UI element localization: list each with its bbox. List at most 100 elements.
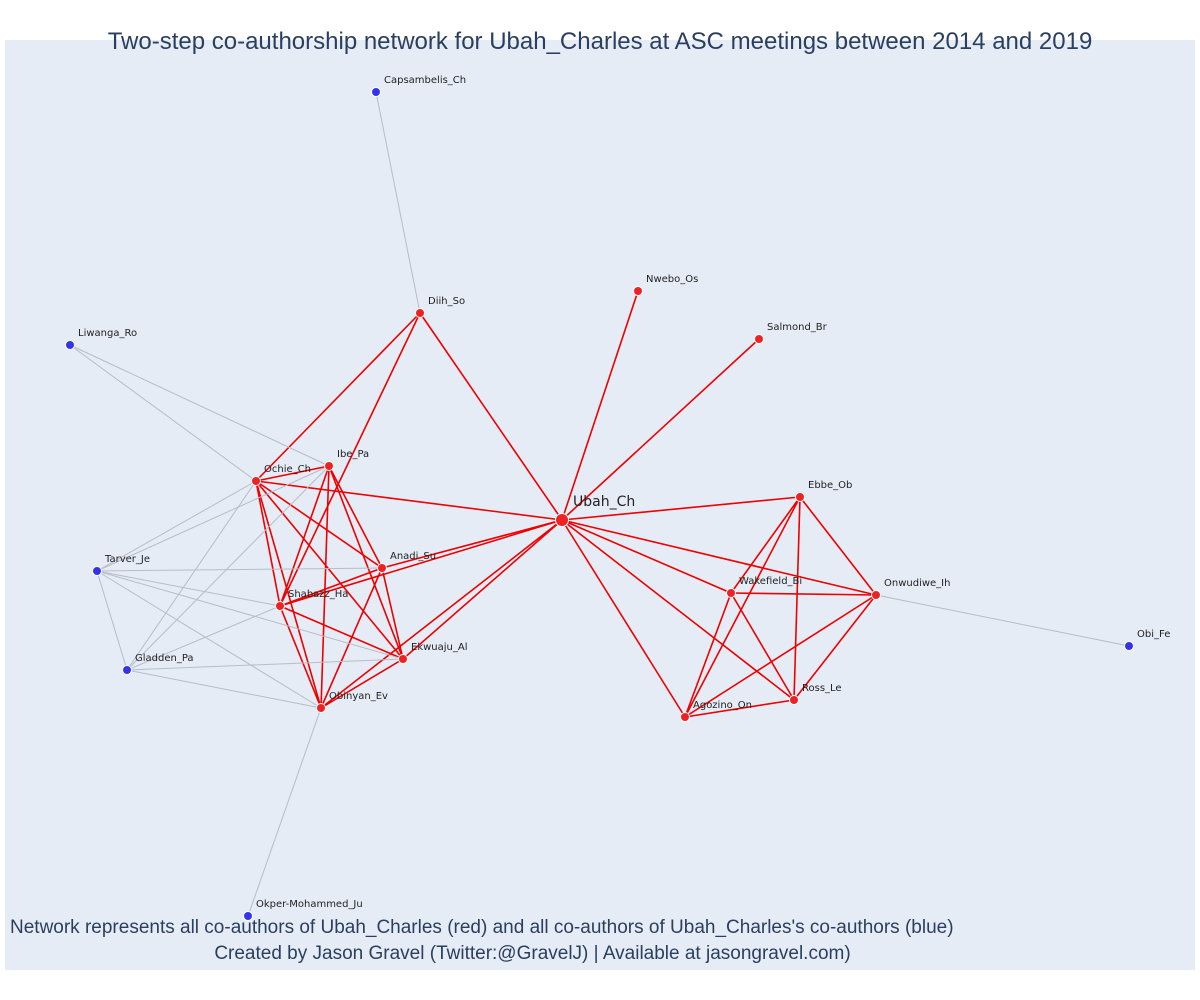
edge-ubah-ch-salmond-br <box>561 338 760 521</box>
node-label-capsambelis-ch: Capsambelis_Ch <box>384 75 466 86</box>
edge-ibe-pa-anadi-su <box>328 465 383 569</box>
node-label-gladden-pa: Gladden_Pa <box>135 653 194 664</box>
edge-ubah-ch-ochie-ch <box>255 480 563 521</box>
node-obi-fe[interactable] <box>1124 641 1134 651</box>
edge-anadi-su-obinyan-ev <box>320 567 383 709</box>
edge-ochie-ch-ibe-pa <box>255 465 330 482</box>
edge-diih-so-capsambelis-ch <box>375 91 421 314</box>
edge-ochie-ch-shabazz-ha <box>255 480 281 607</box>
node-label-nwebo-os: Nwebo_Os <box>646 274 698 285</box>
edge-ibe-pa-obinyan-ev <box>320 465 330 709</box>
edge-gladden-pa-obinyan-ev <box>126 669 322 709</box>
page-title: Two-step co-authorship network for Ubah_… <box>107 28 1093 55</box>
footer-credit: Created by Jason Gravel (Twitter:@Gravel… <box>214 943 851 964</box>
edge-ubah-ch-ekwuaju-al <box>402 519 563 660</box>
edge-tarver-je-ochie-ch <box>96 480 257 572</box>
node-ross-le[interactable] <box>789 695 799 705</box>
edge-onwudiwe-ih-obi-fe <box>875 594 1130 647</box>
edge-tarver-je-ekwuaju-al <box>96 570 404 660</box>
edge-tarver-je-anadi-su <box>96 567 383 572</box>
node-ebbe-ob[interactable] <box>795 492 805 502</box>
edge-wakefield-bi-onwudiwe-ih <box>730 592 877 596</box>
node-label-salmond-br: Salmond_Br <box>767 322 828 333</box>
node-label-ubah-ch: Ubah_Ch <box>573 494 635 510</box>
edge-onwudiwe-ih-ross-le <box>793 594 877 701</box>
network-plot-area <box>5 40 1195 970</box>
node-anadi-su[interactable] <box>377 563 387 573</box>
node-onwudiwe-ih[interactable] <box>871 590 881 600</box>
edge-ebbe-ob-agozino-on <box>684 496 801 718</box>
edge-diih-so-shabazz-ha <box>279 312 421 607</box>
node-diih-so[interactable] <box>415 308 425 318</box>
edge-ubah-ch-nwebo-os <box>561 290 639 521</box>
edge-ibe-pa-shabazz-ha <box>279 465 330 607</box>
edge-ochie-ch-anadi-su <box>255 480 383 569</box>
node-label-wakefield-bi: Wakefield_Bi <box>739 576 802 587</box>
edge-tarver-je-gladden-pa <box>96 570 128 671</box>
node-ochie-ch[interactable] <box>251 476 261 486</box>
node-label-agozino-on: Agozino_On <box>693 700 752 711</box>
nodes-layer <box>65 87 1134 921</box>
edge-ekwuaju-al-obinyan-ev <box>320 658 404 709</box>
edge-ross-le-agozino-on <box>684 699 795 718</box>
node-label-anadi-su: Anadi_Su <box>390 551 436 562</box>
edge-gladden-pa-ekwuaju-al <box>126 658 404 671</box>
node-shabazz-ha[interactable] <box>275 601 285 611</box>
node-nwebo-os[interactable] <box>633 286 643 296</box>
edge-wakefield-bi-ross-le <box>730 592 795 701</box>
edge-obinyan-ev-okper-mohammed-ju <box>247 707 322 917</box>
edge-ubah-ch-obinyan-ev <box>320 519 563 709</box>
node-label-obi-fe: Obi_Fe <box>1137 629 1170 640</box>
edge-gladden-pa-ibe-pa <box>126 465 330 671</box>
node-capsambelis-ch[interactable] <box>371 87 381 97</box>
node-label-onwudiwe-ih: Onwudiwe_Ih <box>884 578 950 589</box>
edge-shabazz-ha-ekwuaju-al <box>279 605 404 660</box>
edge-gladden-pa-ochie-ch <box>126 480 257 671</box>
node-label-liwanga-ro: Liwanga_Ro <box>78 328 137 339</box>
edge-tarver-je-shabazz-ha <box>96 570 281 607</box>
node-label-diih-so: Diih_So <box>428 296 465 307</box>
node-obinyan-ev[interactable] <box>316 703 326 713</box>
node-label-ebbe-ob: Ebbe_Ob <box>808 480 852 491</box>
edges-layer <box>69 91 1130 917</box>
node-ibe-pa[interactable] <box>324 461 334 471</box>
edge-onwudiwe-ih-agozino-on <box>684 594 877 718</box>
node-label-ross-le: Ross_Le <box>802 683 842 694</box>
node-gladden-pa[interactable] <box>122 665 132 675</box>
edge-tarver-je-obinyan-ev <box>96 570 322 709</box>
edge-ubah-ch-ross-le <box>561 519 795 701</box>
footer-caption: Network represents all co-authors of Uba… <box>10 917 954 938</box>
edge-gladden-pa-shabazz-ha <box>126 605 281 671</box>
node-agozino-on[interactable] <box>680 712 690 722</box>
node-salmond-br[interactable] <box>754 334 764 344</box>
edge-ebbe-ob-ross-le <box>793 496 801 701</box>
node-tarver-je[interactable] <box>92 566 102 576</box>
edge-ubah-ch-wakefield-bi <box>561 519 732 594</box>
node-okper-mohammed-ju[interactable] <box>243 911 253 921</box>
node-wakefield-bi[interactable] <box>726 588 736 598</box>
edge-ebbe-ob-wakefield-bi <box>730 496 801 594</box>
edge-ubah-ch-shabazz-ha <box>279 519 563 607</box>
edge-liwanga-ro-ochie-ch <box>69 344 257 482</box>
edge-tarver-je-ibe-pa <box>96 465 330 572</box>
edge-ubah-ch-ebbe-ob <box>561 496 801 521</box>
edge-anadi-su-ekwuaju-al <box>381 567 404 660</box>
edge-ebbe-ob-onwudiwe-ih <box>799 496 877 596</box>
edge-ubah-ch-diih-so <box>419 312 563 521</box>
edge-wakefield-bi-agozino-on <box>684 592 732 718</box>
edge-liwanga-ro-ibe-pa <box>69 344 330 467</box>
edge-ubah-ch-anadi-su <box>381 519 563 569</box>
node-label-ekwuaju-al: Ekwuaju_Al <box>411 642 468 653</box>
edge-shabazz-ha-obinyan-ev <box>279 605 322 709</box>
node-ubah-ch[interactable] <box>555 513 569 527</box>
node-liwanga-ro[interactable] <box>65 340 75 350</box>
edge-ochie-ch-ekwuaju-al <box>255 480 404 660</box>
node-label-ochie-ch: Ochie_Ch <box>264 464 311 475</box>
node-ekwuaju-al[interactable] <box>398 654 408 664</box>
edge-ubah-ch-onwudiwe-ih <box>561 519 877 596</box>
node-label-okper-mohammed-ju: Okper-Mohammed_Ju <box>256 899 363 910</box>
edge-anadi-su-shabazz-ha <box>279 567 383 607</box>
edge-ibe-pa-ekwuaju-al <box>328 465 404 660</box>
